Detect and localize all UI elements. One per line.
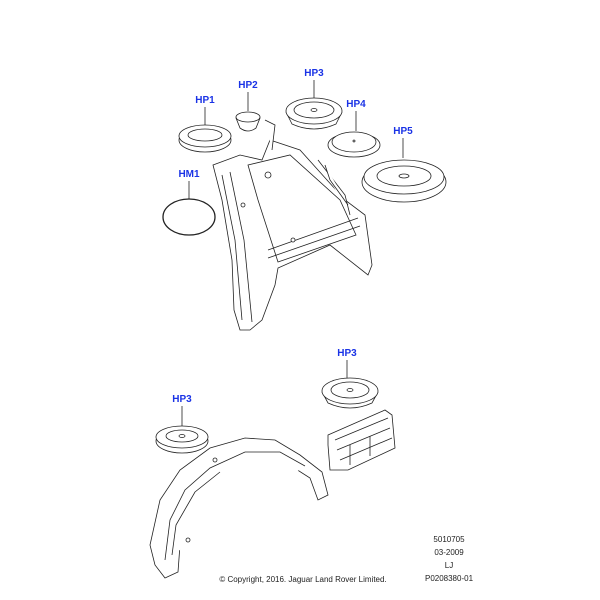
part-hp3 xyxy=(285,97,343,130)
wheel-arch xyxy=(149,437,329,579)
code: LJ xyxy=(444,561,454,570)
callout-hp3-lower-right[interactable]: HP3 xyxy=(337,348,357,359)
callout-hp3[interactable]: HP3 xyxy=(304,68,324,79)
date: 03-2009 xyxy=(434,548,464,557)
part-hp3-lower-left xyxy=(155,425,209,454)
ref-number: 5010705 xyxy=(433,535,465,544)
callout-hp1[interactable]: HP1 xyxy=(195,95,215,106)
callout-hp4[interactable]: HP4 xyxy=(346,99,366,110)
callout-hp3-lower-left[interactable]: HP3 xyxy=(172,394,192,405)
body-panel-upper xyxy=(212,119,373,331)
callout-hm1[interactable]: HM1 xyxy=(178,169,200,180)
part-hp1 xyxy=(178,124,232,153)
callout-hp5[interactable]: HP5 xyxy=(393,126,413,137)
part-hp4 xyxy=(327,131,381,158)
illustration-id: P0208380-01 xyxy=(424,574,474,583)
part-hp2 xyxy=(235,111,261,132)
part-hp3-lower-right xyxy=(321,377,379,409)
part-hm1 xyxy=(162,198,216,236)
rear-bracket xyxy=(327,409,396,471)
copyright: © Copyright, 2016. Jaguar Land Rover Lim… xyxy=(219,575,387,584)
part-hp5 xyxy=(361,159,447,203)
leader-lines xyxy=(181,80,404,426)
callout-hp2[interactable]: HP2 xyxy=(238,80,258,91)
